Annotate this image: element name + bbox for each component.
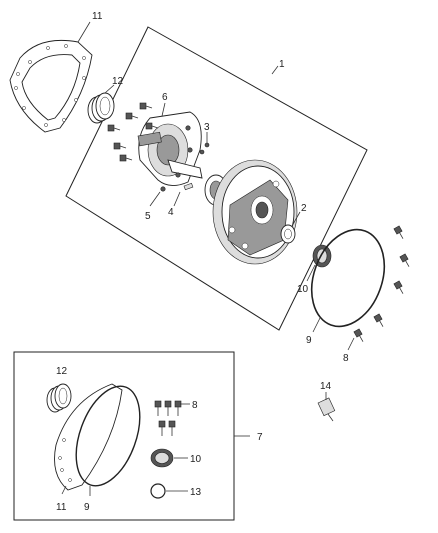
assembly-frame xyxy=(65,26,368,331)
pump-cover-part-6[interactable] xyxy=(137,111,203,186)
callout-5: 5 xyxy=(145,211,151,222)
o-ring-part-9[interactable] xyxy=(299,219,397,336)
callout-10-top: 10 xyxy=(297,284,309,295)
callout-12-top: 12 xyxy=(112,76,124,87)
callout-11-top: 11 xyxy=(92,11,103,22)
callout-8-kit: 8 xyxy=(192,400,198,411)
check-ball-part-3[interactable] xyxy=(199,142,210,155)
callout-1: 1 xyxy=(279,59,285,70)
gasket-part-11[interactable] xyxy=(9,39,93,133)
callout-13: 13 xyxy=(190,487,202,498)
ball-part-5[interactable] xyxy=(160,186,166,192)
kit-seal-ring-part-12[interactable] xyxy=(46,383,72,413)
pump-body-part-1[interactable] xyxy=(212,159,298,265)
leader-lines xyxy=(61,21,355,496)
seal-part-2[interactable] xyxy=(280,224,296,244)
kit-o-ring-part-13[interactable] xyxy=(150,483,166,499)
callout-14: 14 xyxy=(320,381,332,392)
bolts-part-8[interactable] xyxy=(353,225,412,343)
callout-8-top: 8 xyxy=(343,353,349,364)
kit-o-ring-part-9[interactable] xyxy=(64,378,152,495)
kit-bolts-part-8[interactable] xyxy=(154,400,182,436)
callouts: 11 12 1 6 3 4 5 2 10 9 8 14 7 12 8 10 13… xyxy=(56,11,349,513)
sensor-part-14[interactable] xyxy=(317,397,336,422)
seal-ring-part-12[interactable] xyxy=(87,92,115,124)
callout-4: 4 xyxy=(168,207,174,218)
callout-2: 2 xyxy=(301,203,307,214)
cover-bolts[interactable] xyxy=(107,102,159,162)
callout-3: 3 xyxy=(204,122,210,133)
callout-11-kit: 11 xyxy=(56,502,67,513)
callout-10-kit: 10 xyxy=(190,454,202,465)
callout-9-kit: 9 xyxy=(84,502,90,513)
kit-seal-part-10[interactable] xyxy=(150,448,174,468)
pin-part-4[interactable] xyxy=(183,182,194,191)
seal-part-10[interactable] xyxy=(312,244,332,268)
callout-9-top: 9 xyxy=(306,335,312,346)
callout-7: 7 xyxy=(257,432,263,443)
callout-12-kit: 12 xyxy=(56,366,68,377)
kit-gasket-part-11[interactable] xyxy=(54,383,123,491)
callout-6: 6 xyxy=(162,92,168,103)
